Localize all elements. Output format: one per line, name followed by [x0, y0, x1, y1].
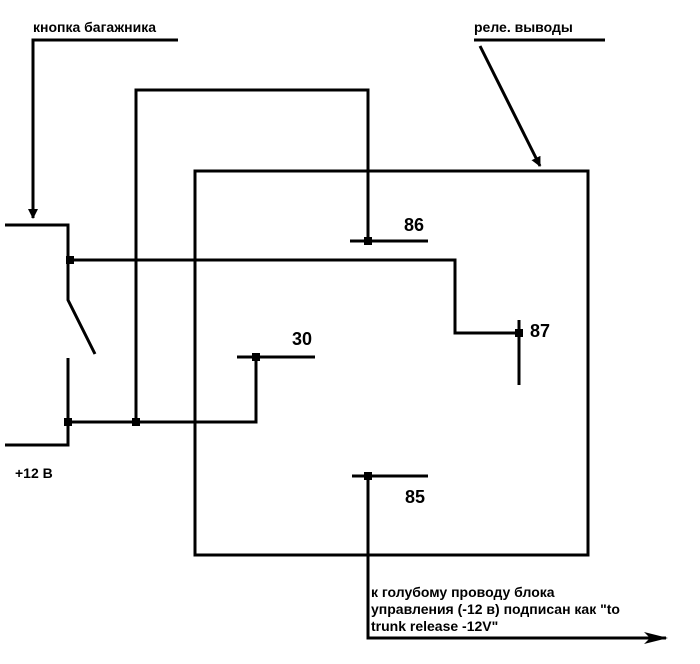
junction-dot [132, 418, 140, 426]
pin-86-label: 86 [404, 215, 424, 235]
relay-pins-leader-arrow [478, 45, 542, 167]
trunk-button-label: кнопка багажника [33, 19, 156, 35]
note-line-2: управления (-12 в) подписан как "to [371, 601, 620, 617]
relay-pins-label: реле. выводы [474, 19, 573, 35]
pin-30-label: 30 [292, 329, 312, 349]
relay-body [193, 169, 590, 557]
switch-lower-contact [5, 358, 70, 447]
junction-dot [364, 237, 372, 245]
junction-dot [252, 353, 260, 361]
wire-plus12-to-86 [134, 88, 370, 422]
wire-85-output-arrow [366, 476, 668, 644]
plus12-label: +12 В [15, 465, 53, 481]
trunk-button-leader-arrow [28, 38, 178, 219]
switch-upper-contact [5, 223, 97, 355]
wire-switch-to-87 [70, 258, 519, 335]
junction-dot [364, 472, 372, 480]
junction-dot [66, 256, 74, 264]
junction-dot [515, 329, 523, 337]
note-line-3: trunk release -12V" [371, 618, 498, 634]
junction-dot [64, 418, 72, 426]
wire-plus12-to-30 [68, 357, 258, 424]
pin-87-label: 87 [530, 321, 550, 341]
note-line-1: к голубому проводу блока [371, 584, 555, 600]
pin-85-label: 85 [405, 487, 425, 507]
